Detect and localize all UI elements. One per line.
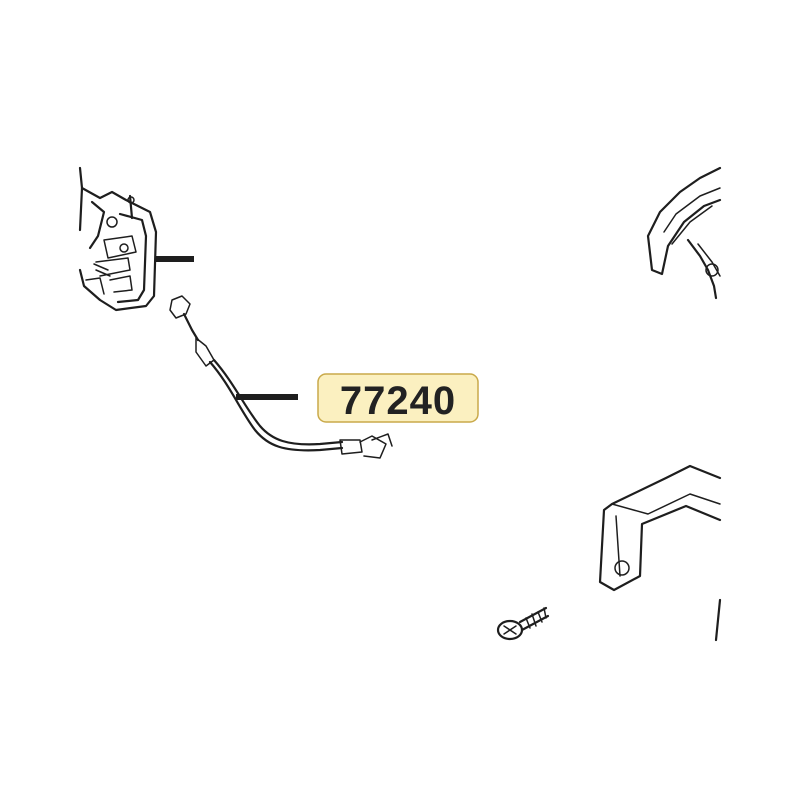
leader-line-part bbox=[236, 394, 298, 400]
door-panel-bracket bbox=[598, 464, 722, 642]
handle-bracket bbox=[646, 166, 722, 300]
screw bbox=[496, 606, 550, 641]
leader-line-latch bbox=[156, 256, 194, 262]
latch-assembly bbox=[78, 166, 158, 312]
part-number-text: 77240 bbox=[340, 379, 456, 423]
cable-77240 bbox=[169, 295, 393, 459]
part-number-label: 77240 bbox=[317, 373, 479, 423]
